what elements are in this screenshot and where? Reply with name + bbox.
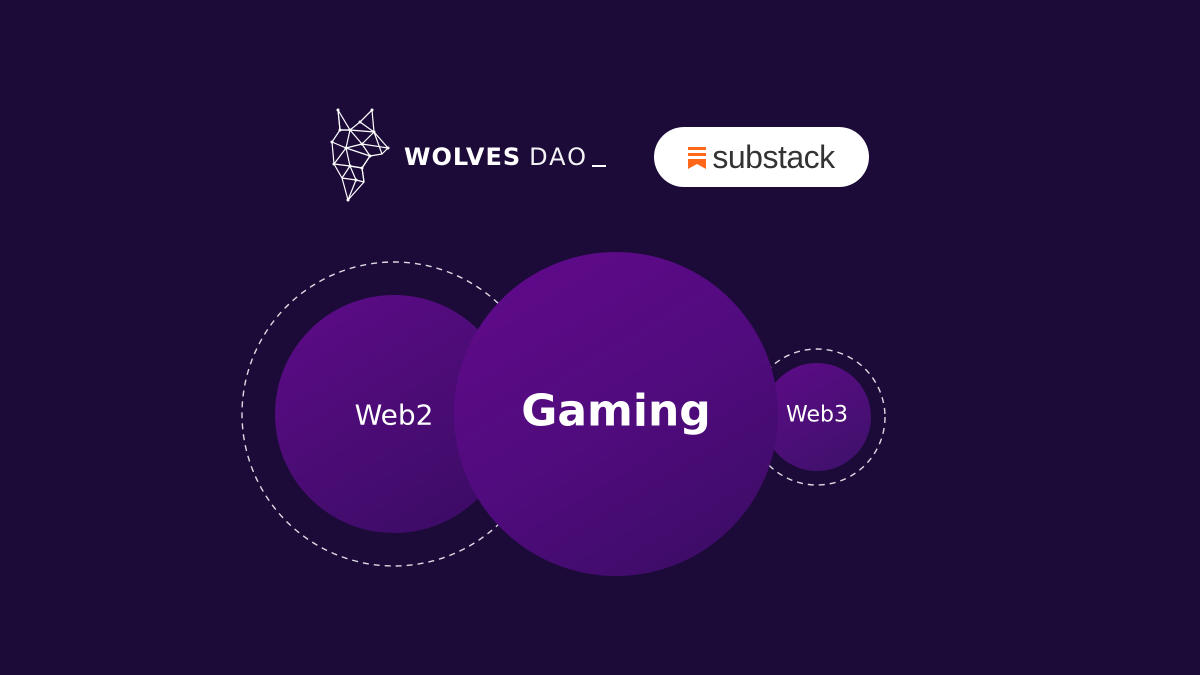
wolves-dao-wordmark: WOLVES DAO bbox=[404, 139, 607, 175]
gaming-bubble bbox=[454, 252, 778, 576]
wordmark-cursor bbox=[592, 165, 607, 167]
substack-logo-pill: substack bbox=[654, 127, 869, 187]
substack-wordmark: substack bbox=[712, 138, 835, 175]
web3-bubble bbox=[763, 363, 871, 471]
web2-label: Web2 bbox=[354, 398, 434, 432]
wordmark-wolves: WOLVES bbox=[404, 143, 522, 171]
web3-label: Web3 bbox=[786, 402, 848, 428]
gaming-label: Gaming bbox=[521, 385, 711, 437]
substack-bookmark-icon bbox=[688, 147, 707, 169]
web2-bubble bbox=[275, 295, 513, 533]
wordmark-dao: DAO bbox=[529, 143, 589, 171]
wolf-logo-icon bbox=[330, 108, 390, 202]
